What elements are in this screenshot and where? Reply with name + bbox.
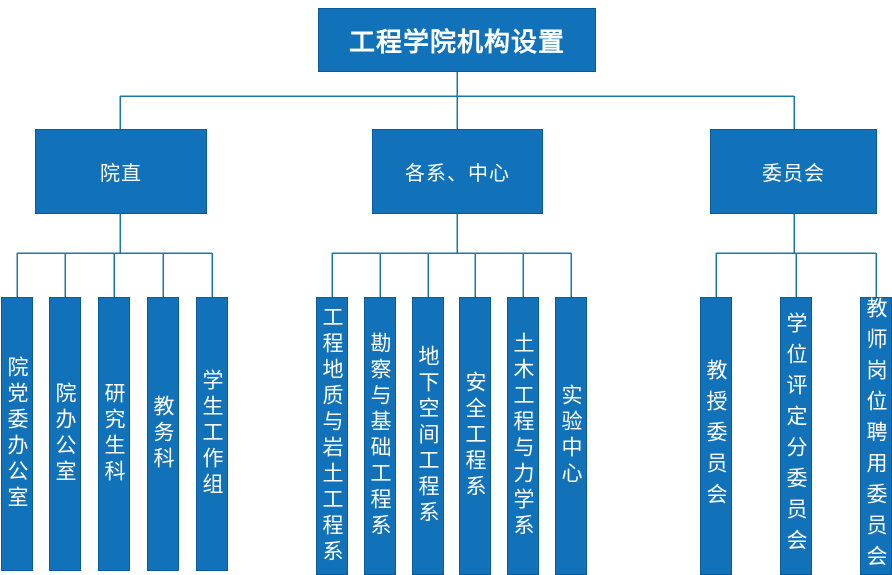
org-leaf-node: 安全工程系 [459, 297, 491, 575]
org-group-label: 委员会 [762, 161, 825, 185]
org-leaf-node: 学生工作组 [196, 297, 228, 571]
org-group-node-yuanzhi: 院直 [35, 129, 207, 214]
org-leaf-node: 实验中心 [555, 297, 587, 575]
org-leaf-node: 教师岗位聘用委员会 [860, 297, 892, 575]
org-leaf-label: 学位评定分委员会 [784, 312, 808, 560]
org-leaf-label: 勘察与基础工程系 [368, 332, 392, 540]
org-leaf-node: 研究生科 [98, 297, 130, 571]
org-root-label: 工程学院机构设置 [348, 27, 565, 58]
org-leaf-node: 院党委办公室 [1, 297, 33, 571]
org-leaf-node: 地下空间工程系 [412, 297, 444, 575]
org-group-label: 院直 [100, 161, 142, 185]
org-leaf-label: 实验中心 [559, 384, 583, 488]
org-group-label: 各系、中心 [405, 161, 510, 185]
org-leaf-node: 教务科 [147, 297, 179, 571]
org-leaf-label: 教师岗位聘用委员会 [864, 296, 888, 575]
org-root-node: 工程学院机构设置 [318, 8, 596, 72]
org-leaf-label: 院党委办公室 [5, 356, 29, 512]
org-leaf-node: 院办公室 [49, 297, 81, 571]
org-group-node-departments: 各系、中心 [372, 129, 543, 214]
org-leaf-node: 勘察与基础工程系 [364, 297, 396, 575]
org-leaf-label: 院办公室 [53, 382, 77, 486]
org-leaf-label: 地下空间工程系 [416, 345, 440, 527]
org-leaf-label: 教授委员会 [704, 358, 728, 514]
org-leaf-node: 工程地质与岩土工程系 [316, 297, 348, 575]
org-leaf-node: 土木工程与力学系 [507, 297, 539, 575]
org-group-node-committees: 委员会 [710, 129, 877, 214]
org-leaf-node: 教授委员会 [700, 297, 732, 575]
org-leaf-label: 学生工作组 [200, 369, 224, 499]
org-leaf-label: 教务科 [151, 395, 175, 473]
org-leaf-node: 学位评定分委员会 [780, 297, 812, 575]
org-leaf-label: 工程地质与岩土工程系 [320, 306, 344, 566]
org-leaf-label: 研究生科 [102, 382, 126, 486]
org-leaf-label: 土木工程与力学系 [511, 332, 535, 540]
org-leaf-label: 安全工程系 [463, 371, 487, 501]
